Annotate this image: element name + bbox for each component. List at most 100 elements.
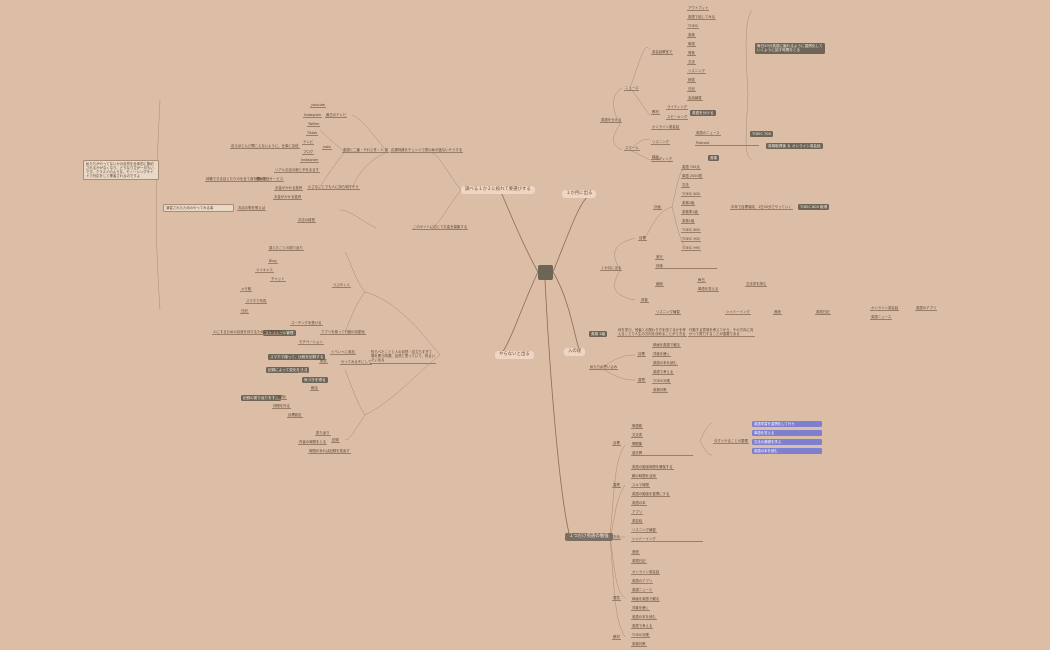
sub-node[interactable]: 知らべたことと人の自然・目立ちすぎて場を問う時間、自然と思っていて、何るいたい出… [370,350,436,364]
number-node[interactable]: 英語 700点 [681,165,701,171]
leaf-node[interactable]: 英語ニュース [631,588,654,594]
dark-node[interactable]: 英検取得後 ＆ オンライン英会話 [766,143,823,150]
branch-node-2[interactable]: やらないと出る [495,351,534,359]
sub-node[interactable]: やってみるぞにして [340,360,373,366]
leaf-node[interactable]: 動画配信サービス [255,177,285,183]
leaf-node[interactable]: 体験できる目とたりのを全て身を聞いた [205,177,268,183]
blue-node[interactable]: 英語学習を習慣化して行う [752,421,822,428]
leaf-node[interactable]: 自らほとんど聞こえないように、仕事に自信 [230,144,300,150]
sub-node[interactable]: スクール [624,146,640,152]
leaf-node[interactable]: ブログ [302,150,315,156]
sub-node[interactable]: スピーキング [666,115,689,121]
leaf-node[interactable]: 音読 [773,310,782,316]
leaf-node[interactable]: リスニング練習 [631,528,657,534]
leaf-node[interactable]: 評価 [655,264,717,270]
branch-node-1[interactable]: 調べる１か２に絞れて要選びする [461,186,535,194]
sub-node[interactable]: 記録 [331,438,340,444]
blue-node[interactable]: 文法の基礎を学ぶ [752,439,822,446]
leaf-node[interactable]: 振り返り [315,431,331,437]
sub-node[interactable]: リーディング [651,157,674,163]
leaf-node[interactable]: 内省の時間をとる [298,440,328,446]
blue-node[interactable]: 英語の本を読む [752,448,822,455]
leaf-node[interactable]: 文法 [687,60,696,66]
leaf-node[interactable]: リアルお店の新と予をまます [274,168,321,174]
leaf-node[interactable]: Twitter [307,122,321,128]
sub-node[interactable]: ニュース [624,86,640,92]
number-node[interactable]: TOEIC 900 [681,237,701,243]
leaf-node[interactable]: 人にするための自身を何するために記録する [212,330,282,336]
sub-node[interactable]: 小さなことでも人に持ち明すそう [307,185,360,191]
sub-node[interactable]: このサイトに応じてお金を募集する [412,225,469,231]
leaf-node[interactable]: 英検 [687,33,696,39]
leaf-node[interactable]: Tiktok [306,131,319,137]
number-node[interactable]: TOEIC 600 [681,192,701,198]
leaf-node[interactable]: アプリ [631,510,644,516]
leaf-node[interactable]: 英語の本 [631,501,647,507]
leaf-node[interactable]: 読書 [319,359,328,365]
leaf-node[interactable]: 何を学び、他者との関わり方を持てるかを考えることで人生の方向を決めることができる [617,328,687,338]
leaf-node[interactable]: 目標設定 [287,413,303,419]
sub-node[interactable]: オンライン英会話 [651,125,681,131]
leaf-node[interactable]: 洋楽を聴く [631,606,650,612]
sub-node[interactable]: 方法 [612,535,621,541]
leaf-node[interactable]: 文法書 [631,433,644,439]
leaf-node[interactable]: 映画を英語で観る [631,597,661,603]
leaf-node[interactable]: 単語帳 [631,424,644,430]
leaf-node[interactable]: イベントに参加 [330,350,356,356]
leaf-node[interactable]: スキマ時間 [631,483,650,489]
sub-node[interactable]: １か月に出る [600,266,623,272]
sub-node[interactable]: 英語と二番・それと件・人 英 [342,148,390,154]
blue-node[interactable]: 単語を覚える [752,430,822,437]
leaf-node[interactable]: お金がかかる投資 [273,195,303,201]
leaf-node[interactable]: スマホで写真 [245,299,268,305]
branch-node-5[interactable]: １つだけ英語の勉強 [565,533,613,541]
leaf-node[interactable]: 習慣化 [275,395,288,401]
leaf-node[interactable]: 日記 [240,309,249,315]
leaf-node[interactable]: 英語の本を読む [631,615,657,621]
leaf-node[interactable]: 映画 [651,155,660,161]
dark-node[interactable]: TOEIC 700 [750,131,773,138]
leaf-node[interactable]: 単語を覚える [697,287,720,293]
sub-node[interactable]: 英会話教室で [651,50,674,56]
number-node[interactable]: 英検1級 [681,219,696,225]
leaf-node[interactable]: 英語ニュース [870,315,893,321]
leaf-node[interactable]: 英語の勉強時間を確保する [631,465,674,471]
leaf-node[interactable]: お店の歌を歌えば [237,206,267,212]
leaf-node[interactable]: 英語のアプリ [915,306,938,312]
leaf-node[interactable]: 発音 [687,51,696,57]
leaf-node[interactable]: Instagram [303,113,323,119]
sub-node[interactable]: 応援特典をチェンジで表の休が迷ないそうする [390,148,464,154]
dark-node[interactable]: 記録によって変化を確認 [266,367,310,374]
leaf-node[interactable]: 映画を英語で観る [652,343,682,349]
leaf-node[interactable]: Podcast [695,141,759,147]
leaf-node[interactable]: 読書 [687,78,696,84]
leaf-node[interactable]: テレビ [302,140,315,146]
dark-node[interactable]: 英検 2級 [589,331,608,338]
leaf-node[interactable]: お店の経営 [297,218,316,224]
leaf-node[interactable]: 仲間を作る [272,404,291,410]
leaf-node[interactable]: 英検対策 [631,642,647,648]
leaf-node[interactable]: 朝の時間を活用 [631,474,657,480]
dark-node[interactable]: 英語を分ける [690,110,716,117]
sub-node[interactable]: 教材 [612,635,621,641]
mindmap-root-node[interactable] [538,265,553,280]
leaf-node[interactable]: リスニング練習 [655,310,681,316]
leaf-node[interactable]: 時間があれば記録を見返す [308,449,351,455]
sub-node[interactable]: 私たちの思い込み [589,365,619,371]
leaf-node[interactable]: コーチングを受ける [290,321,323,327]
leaf-node[interactable]: チャット [270,277,286,283]
dark-node[interactable]: スマホで撮って、比較を記録する [268,354,326,361]
leaf-node[interactable]: 朝活 [310,386,319,392]
leaf-node[interactable]: 英語の勉強を習慣にする [631,492,671,498]
leaf-node[interactable]: アウトプット [687,6,710,12]
schedule-node[interactable]: 半年で目標達成、1日30分でやっていく [730,205,793,211]
leaf-node[interactable]: 洋楽を聴く [652,352,671,358]
leaf-node[interactable]: youtube [310,103,326,109]
leaf-node[interactable]: 英語日記 [631,559,647,565]
sub-node[interactable]: 教材 [651,110,660,116]
sub-node[interactable]: 習慣 [612,483,621,489]
sub-node[interactable]: つぶやく人 [332,283,351,289]
dark-node[interactable]: 記録の振り返りをする [241,395,281,402]
sub-node[interactable]: ライティング [666,105,689,111]
number-node[interactable]: 英検準1級 [681,210,699,216]
